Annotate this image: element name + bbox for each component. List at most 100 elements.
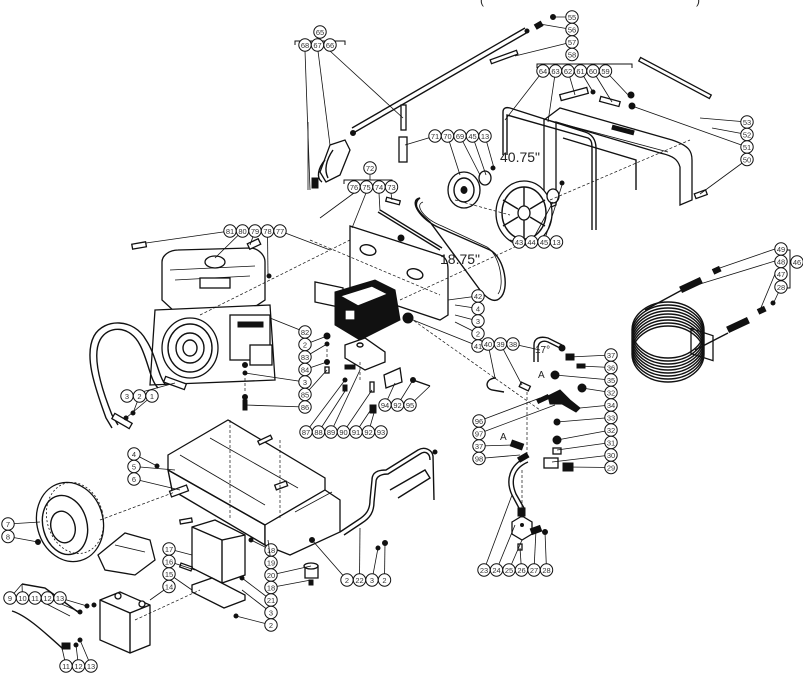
callout-frame-left-6: 6	[127, 472, 141, 486]
callout-label: 39	[496, 340, 504, 349]
callout-label: 84	[301, 366, 309, 375]
belt-guard-rail	[502, 106, 597, 230]
callout-rear-handle-3: 3	[365, 573, 379, 587]
leader-line	[343, 389, 373, 433]
callout-engine-pulley-45: 45	[465, 129, 480, 143]
leader-line	[270, 579, 312, 588]
callout-label: 51	[743, 143, 751, 152]
leader-line	[478, 397, 541, 422]
callout-pump-mount-91: 91	[349, 425, 363, 439]
callout-label: 19	[267, 559, 275, 568]
leader-line	[407, 317, 479, 347]
leader-line	[447, 135, 461, 176]
callout-label: 66	[326, 41, 334, 50]
leader-line	[478, 404, 556, 434]
callout-frame-feet-2: 2	[264, 618, 278, 632]
leader-line	[459, 135, 481, 176]
leader-line	[478, 454, 521, 459]
battery-cables	[11, 583, 97, 650]
callout-label: 50	[743, 156, 751, 165]
callout-manifold-right-31: 31	[604, 435, 618, 450]
leader-line	[378, 192, 381, 212]
callout-outlet-block-24: 24	[489, 563, 504, 577]
callout-label: 79	[251, 227, 259, 236]
callout-label: 93	[377, 428, 385, 437]
leader-line	[699, 260, 776, 285]
callout-assembly-46: 46	[790, 255, 803, 269]
callout-handle-1: 1	[145, 389, 159, 403]
callout-hose-end-28: 28	[774, 280, 788, 294]
callout-label: 17	[165, 545, 173, 554]
callout-outlet-block-26: 26	[514, 563, 529, 577]
leader-line	[759, 273, 776, 311]
callout-belt-guard-right-50: 50	[740, 152, 754, 167]
callout-frame-left-5: 5	[127, 459, 141, 474]
callout-pump-mount-87: 87	[299, 425, 313, 439]
leader-line	[311, 539, 348, 581]
callout-label: 42	[474, 292, 482, 301]
leader-line	[699, 117, 748, 123]
leader-line	[359, 527, 361, 581]
leader-line	[330, 369, 361, 433]
callout-label: 3	[303, 378, 307, 387]
leader-line	[318, 387, 348, 433]
callout-label: 52	[743, 131, 751, 140]
leader-line	[305, 379, 346, 433]
leader-lines	[99, 139, 691, 621]
callout-plate-fasteners-2: 2	[471, 326, 485, 341]
callout-label: 21	[267, 596, 275, 605]
callout-circle	[377, 573, 392, 587]
leader-line	[317, 50, 331, 146]
callout-frame-feet-20: 20	[264, 568, 278, 582]
callout-circle	[298, 400, 312, 414]
callout-battery-cables-bottom-13: 13	[84, 659, 98, 673]
callout-pump-mount-92: 92	[361, 425, 376, 439]
pump-pulley	[495, 180, 565, 246]
callout-label: 64	[539, 67, 547, 76]
callout-label: 2	[137, 392, 141, 401]
callout-label: 28	[777, 283, 785, 292]
callout-label: 13	[87, 662, 95, 671]
callout-battery-cables-top-12: 12	[40, 591, 55, 605]
callout-handle-3: 3	[120, 389, 134, 403]
header-paren-close: )	[696, 0, 700, 7]
leader-line	[556, 442, 612, 451]
callout-assembly-72-74: 74	[372, 180, 386, 194]
leader-line	[145, 230, 231, 244]
belt-guard	[543, 56, 714, 362]
callout-label: 15	[165, 570, 173, 579]
callout-circle	[264, 618, 278, 632]
callout-label: 59	[601, 67, 609, 76]
callout-engine-pulley-13: 13	[478, 129, 492, 143]
leader-line	[390, 192, 393, 201]
callout-label: 55	[568, 13, 576, 22]
callout-label: 91	[352, 428, 360, 437]
leader-line	[496, 524, 516, 571]
callout-wheel-8: 8	[1, 529, 15, 544]
callout-label: 74	[375, 183, 383, 192]
callout-manifold-left-96: 96	[472, 414, 486, 428]
callout-label: 86	[301, 403, 309, 412]
section-marker-a-left: A	[500, 432, 507, 443]
callout-label: 27	[530, 566, 538, 575]
callout-engine-mount-2: 2	[298, 337, 312, 352]
callout-bracket-hw-94: 94	[378, 398, 392, 412]
callout-pump-pulley-45: 45	[537, 235, 551, 249]
hose-angle-label: 17°	[535, 345, 550, 356]
callout-assembly-46-47: 47	[774, 267, 788, 281]
leader-line	[699, 159, 748, 195]
callout-label: 71	[431, 132, 439, 141]
callout-wand-tips-58: 58	[565, 47, 579, 62]
callout-frame-feet-18: 18	[264, 543, 278, 557]
callout-circle	[604, 460, 618, 475]
callout-label: 92	[393, 401, 401, 410]
leader-line	[514, 41, 573, 57]
callout-engine-top-77: 77	[273, 224, 287, 238]
callout-label: 11	[62, 662, 70, 671]
callout-label: 13	[56, 594, 64, 603]
callout-assembly-72: 72	[363, 161, 377, 175]
callout-frame-feet-19: 19	[264, 555, 278, 570]
callout-circle	[384, 180, 399, 194]
callout-engine-mount-85: 85	[298, 387, 312, 402]
